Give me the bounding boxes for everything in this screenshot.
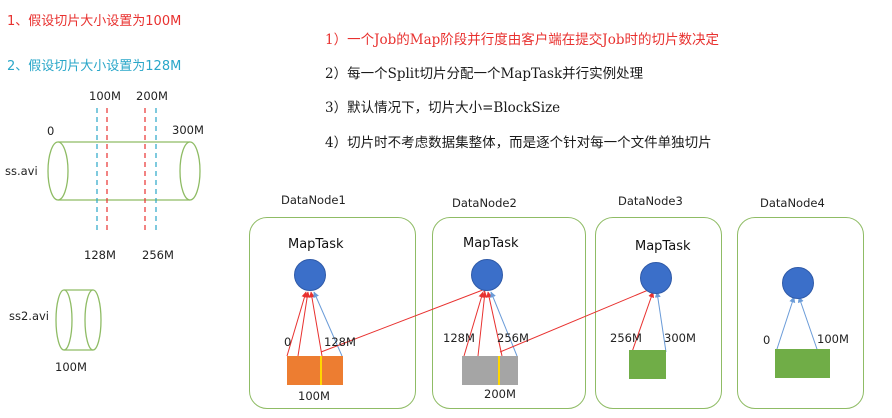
datanode-1-block (287, 356, 343, 385)
datanode-1-maptask-label: MapTask (288, 237, 344, 252)
file2-cylinder (55, 289, 102, 351)
datanode-2-label-200m: 200M (484, 387, 516, 401)
node4-arrows (775, 296, 819, 353)
datanode-4-title: DataNode4 (760, 196, 825, 210)
datanode-2-label-256m: 256M (497, 331, 529, 345)
datanode-3-label-256m: 256M (610, 331, 642, 345)
datanode-1-maptask-circle (294, 259, 326, 291)
datanode-1-label-0: 0 (284, 335, 292, 349)
note-2: 2）每一个Split切片分配一个MapTask并行实例处理 (325, 66, 644, 82)
datanode-1-cut-marker (320, 356, 322, 385)
datanode-2-cut-marker (498, 356, 500, 385)
label-cut-100m: 100M (89, 89, 121, 103)
datanode-4-label-100m: 100M (817, 332, 849, 346)
datanode-2-maptask-circle (471, 259, 503, 291)
datanode-4-block (775, 349, 830, 378)
note-1: 1）一个Job的Map阶段并行度由客户端在提交Job时的切片数决定 (325, 32, 719, 48)
datanode-3-maptask-circle (640, 262, 672, 294)
datanode-3-block (629, 350, 666, 379)
file1-name: ss.avi (5, 164, 38, 178)
datanode-3-title: DataNode3 (618, 194, 683, 208)
note-3: 3）默认情况下，切片大小=BlockSize (325, 100, 561, 116)
file2-size: 100M (55, 360, 87, 374)
datanode-1-title: DataNode1 (281, 193, 346, 207)
datanode-2-label-128m: 128M (443, 331, 475, 345)
node3-arrows (631, 291, 667, 353)
datanode-4-label-0: 0 (763, 333, 771, 347)
datanode-2-maptask-label: MapTask (463, 236, 519, 251)
note-4: 4）切片时不考虑数据集整体，而是逐个针对每一个文件单独切片 (325, 135, 712, 151)
datanode-3-label-300m: 300M (664, 331, 696, 345)
node2-arrows (463, 287, 654, 357)
file2-name: ss2.avi (9, 309, 50, 323)
title-split-100m: 1、假设切片大小设置为100M (7, 14, 182, 29)
datanode-2-block (462, 356, 518, 385)
label-cut-200m: 200M (136, 89, 168, 103)
datanode-4-maptask-circle (782, 267, 814, 299)
label-file1-end: 300M (172, 123, 204, 137)
label-cut-128m: 128M (84, 248, 116, 262)
node1-arrows (286, 287, 489, 357)
label-file1-start: 0 (47, 124, 55, 138)
datanode-1-label-100m: 100M (298, 389, 330, 403)
datanode-3-maptask-label: MapTask (635, 239, 691, 254)
datanode-2-title: DataNode2 (452, 196, 517, 210)
datanode-1-label-128m: 128M (324, 335, 356, 349)
file1-cylinder (47, 141, 201, 201)
label-cut-256m: 256M (142, 248, 174, 262)
title-split-128m: 2、假设切片大小设置为128M (7, 59, 182, 74)
